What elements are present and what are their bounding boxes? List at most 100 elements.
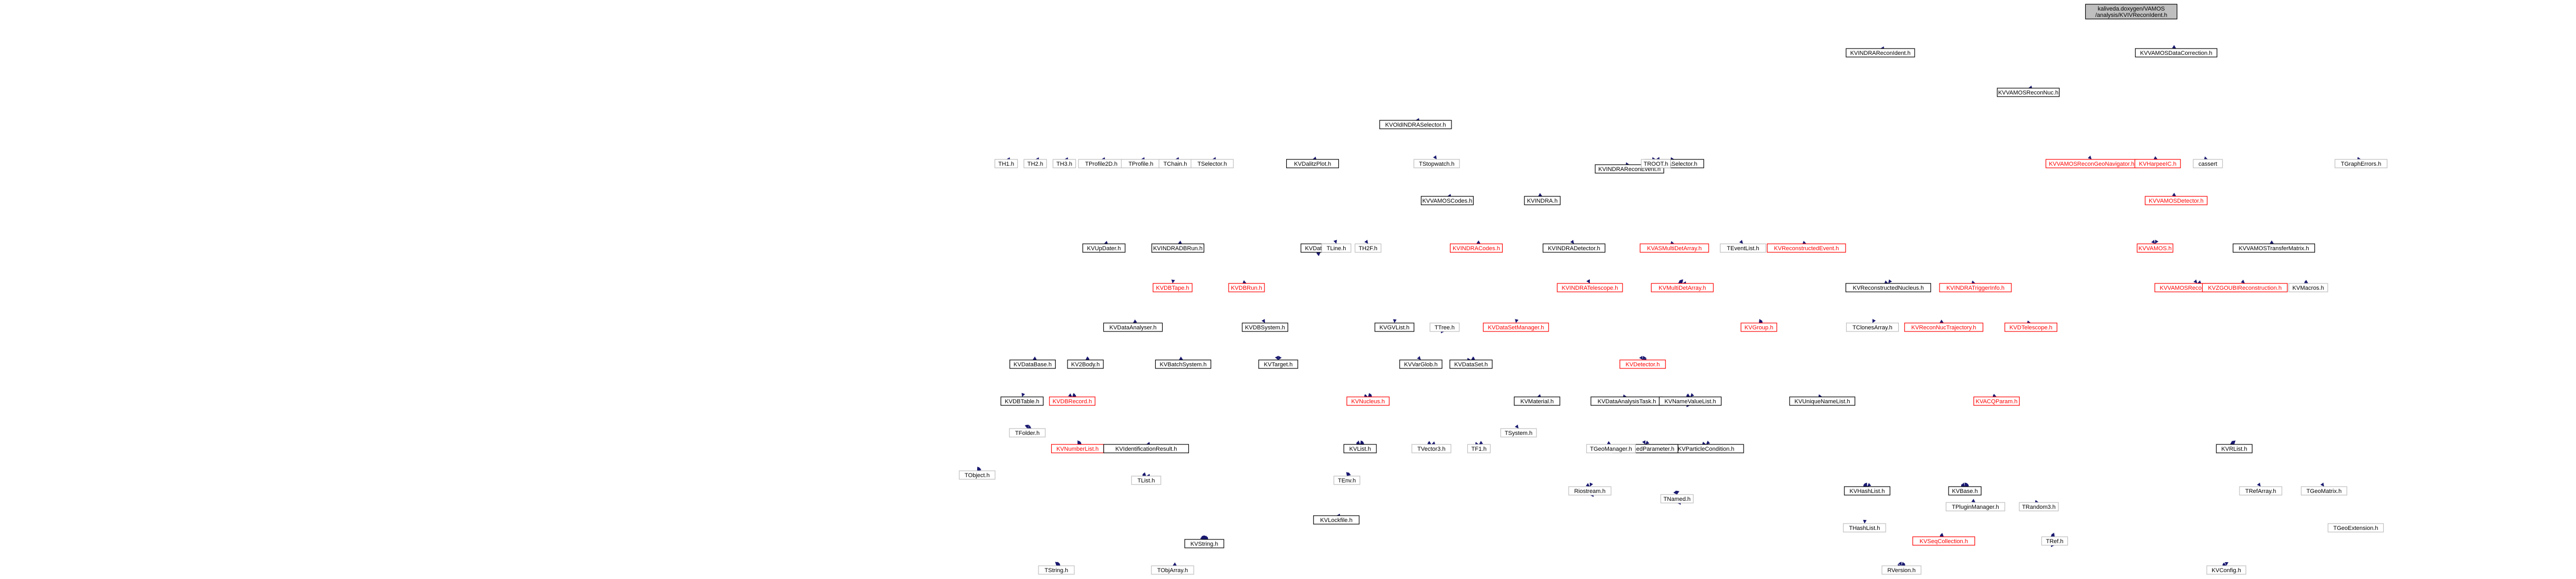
node-kvvamosreconnuc[interactable]: KVVAMOSReconNuc.h <box>1997 88 2060 97</box>
node-tenv[interactable]: TEnv.h <box>1333 476 1361 485</box>
edge <box>1686 393 1690 397</box>
node-kvmacros[interactable]: KVMacros.h <box>2288 283 2328 292</box>
node-tselector[interactable]: TSelector.h <box>1191 159 1234 168</box>
node-thashlist[interactable]: THashList.h <box>1843 523 1886 533</box>
node-kvindrah[interactable]: KVINDRA.h <box>1524 196 1561 205</box>
node-tlist[interactable]: TList.h <box>1131 476 1161 485</box>
node-kvrlist[interactable]: KVRList.h <box>2216 444 2253 453</box>
node-kvvarglob[interactable]: KVVarGlob.h <box>1399 359 1442 369</box>
node-kvparticlecondition[interactable]: KVParticleCondition.h <box>1668 444 1744 453</box>
node-kvdataset[interactable]: KVDataSet.h <box>1449 359 1493 369</box>
node-th2[interactable]: TH2.h <box>1023 159 1047 168</box>
node-kvuniquenamelist[interactable]: KVUniqueNameList.h <box>1789 396 1856 406</box>
node-cassert[interactable]: cassert <box>2193 159 2223 168</box>
node-kvdataanalysistask[interactable]: KVDataAnalysisTask.h <box>1590 396 1663 406</box>
node-kvharpeeic[interactable]: KVHarpeeIC.h <box>2134 159 2181 168</box>
node-tline[interactable]: TLine.h <box>1321 243 1352 253</box>
node-kvindrareconident[interactable]: KVINDRAReconIdent.h <box>1846 48 1915 58</box>
node-kvvamoscodes[interactable]: KVVAMOSCodes.h <box>1421 196 1474 205</box>
node-kvvamosdetector[interactable]: KVVAMOSDetector.h <box>2144 196 2208 205</box>
node-kvdbtable[interactable]: KVDBTable.h <box>1000 396 1044 406</box>
node-kvreconnuctrajectory[interactable]: KVReconNucTrajectory.h <box>1904 322 1983 332</box>
node-kvindracodes[interactable]: KVINDRACodes.h <box>1450 243 1503 253</box>
node-kvindratriggerinfo[interactable]: KVINDRATriggerInfo.h <box>1939 283 2012 292</box>
node-kvdbtape[interactable]: KVDBTape.h <box>1153 283 1193 292</box>
node-kvmaterial[interactable]: KVMaterial.h <box>1514 396 1560 406</box>
node-kvseqcollection[interactable]: KVSeqCollection.h <box>1912 536 1975 546</box>
node-kv2body[interactable]: KV2Body.h <box>1067 359 1104 369</box>
node-kvvamosdatacorrection[interactable]: KVVAMOSDataCorrection.h <box>2135 48 2217 58</box>
node-kvindradetector[interactable]: KVINDRADetector.h <box>1542 243 1606 253</box>
node-kvvamosrecongeonavigator[interactable]: KVVAMOSReconGeoNavigator.h <box>2045 159 2138 168</box>
node-tprofile[interactable]: TProfile.h <box>1121 159 1161 168</box>
node-tclonesarray[interactable]: TClonesArray.h <box>1846 322 1899 332</box>
node-kvnamevaluelist[interactable]: KVNameValueList.h <box>1659 396 1722 406</box>
node-tref[interactable]: TRef.h <box>2041 536 2068 546</box>
node-th3[interactable]: TH3.h <box>1052 159 1076 168</box>
node-trefarray[interactable]: TRefArray.h <box>2239 486 2282 496</box>
node-kvnucleus[interactable]: KVNucleus.h <box>1346 396 1390 406</box>
node-kvconfig[interactable]: KVConfig.h <box>2206 565 2246 575</box>
node-tprofile2d[interactable]: TProfile2D.h <box>1078 159 1125 168</box>
node-kvlockfile[interactable]: KVLockfile.h <box>1313 515 1360 525</box>
node-tnamed[interactable]: TNamed.h <box>1660 494 1694 504</box>
node-kvdbrun[interactable]: KVDBRun.h <box>1228 283 1265 292</box>
node-kvnumberlist[interactable]: KVNumberList.h <box>1051 444 1104 453</box>
node-root[interactable]: kaliveda.doxygen/VAMOS/analysis/KVIVReco… <box>2085 4 2178 20</box>
node-kvupdater[interactable]: KVUpDater.h <box>1082 243 1126 253</box>
node-tsystem[interactable]: TSystem.h <box>1500 428 1537 438</box>
node-teventlist[interactable]: TEventList.h <box>1720 243 1766 253</box>
node-kvgvlist[interactable]: KVGVList.h <box>1374 322 1415 332</box>
edge <box>1964 482 1968 487</box>
node-kvvamos[interactable]: KVVAMOS.h <box>2137 243 2174 253</box>
node-kvmultidetarray[interactable]: KVMultiDetArray.h <box>1651 283 1714 292</box>
node-kvidentificationresult[interactable]: KVIdentificationResult.h <box>1103 444 1189 453</box>
node-kvbatchsystem[interactable]: KVBatchSystem.h <box>1155 359 1212 369</box>
node-th1[interactable]: TH1.h <box>994 159 1018 168</box>
node-tfolder[interactable]: TFolder.h <box>1009 428 1046 438</box>
node-kvzgoubireconstruction[interactable]: KVZGOUBIReconstruction.h <box>2202 283 2288 292</box>
node-tpluginmanager[interactable]: TPluginManager.h <box>1945 502 2006 511</box>
node-kvstring[interactable]: KVString.h <box>1184 539 1224 548</box>
node-tgeomanager[interactable]: TGeoManager.h <box>1586 444 1636 453</box>
node-kvindradbrun[interactable]: KVINDRADBRun.h <box>1151 243 1205 253</box>
node-kvdalitzplot[interactable]: KVDalitzPlot.h <box>1286 159 1339 168</box>
node-riostream[interactable]: Riostream.h <box>1568 486 1612 496</box>
node-kvdatasetmanager[interactable]: KVDataSetManager.h <box>1483 322 1549 332</box>
node-ttree[interactable]: TTree.h <box>1429 322 1460 332</box>
node-rversion[interactable]: RVersion.h <box>1881 565 1922 575</box>
node-kvreconstructedevent[interactable]: KVReconstructedEvent.h <box>1767 243 1846 253</box>
node-kvdataanalyser[interactable]: KVDataAnalyser.h <box>1103 322 1163 332</box>
node-kvreconstructednucleus[interactable]: KVReconstructedNucleus.h <box>1846 283 1932 292</box>
node-kvdtelescope[interactable]: KVDTelescope.h <box>2004 322 2058 332</box>
node-troot[interactable]: TROOT.h <box>1641 159 1671 168</box>
node-kvdatabase[interactable]: KVDataBase.h <box>1009 359 1056 369</box>
node-tobjarray[interactable]: TObjArray.h <box>1151 565 1194 575</box>
node-tvector3[interactable]: TVector3.h <box>1411 444 1451 453</box>
node-kvselector[interactable]: KVOldINDRASelector.h <box>1379 120 1452 129</box>
node-tgeomatrix[interactable]: TGeoMatrix.h <box>2301 486 2347 496</box>
node-tchain[interactable]: TChain.h <box>1158 159 1192 168</box>
node-kvbase[interactable]: KVBase.h <box>1948 486 1982 496</box>
node-tf1[interactable]: TF1.h <box>1467 444 1491 453</box>
node-kvdetector[interactable]: KVDetector.h <box>1619 359 1666 369</box>
node-label: TObjArray.h <box>1157 567 1188 574</box>
node-tgrapherrors[interactable]: TGraphErrors.h <box>2335 159 2388 168</box>
node-kvasmultidetarray[interactable]: KVASMultiDetArray.h <box>1640 243 1709 253</box>
node-tstopwatch[interactable]: TStopwatch.h <box>1413 159 1460 168</box>
node-kvlist[interactable]: KVList.h <box>1343 444 1377 453</box>
node-trandom3[interactable]: TRandom3.h <box>2019 502 2059 511</box>
node-th2f[interactable]: TH2F.h <box>1354 243 1382 253</box>
node-tobject[interactable]: TObject.h <box>959 470 996 480</box>
node-tstring[interactable]: TString.h <box>1038 565 1075 575</box>
node-kvtarget[interactable]: KVTarget.h <box>1258 359 1298 369</box>
node-kvindratelescope[interactable]: KVINDRATelescope.h <box>1557 283 1623 292</box>
node-kvdbsystem[interactable]: KVDBSystem.h <box>1242 322 1288 332</box>
node-kvdbrecord[interactable]: KVDBRecord.h <box>1049 396 1095 406</box>
node-tgeoextension[interactable]: TGeoExtension.h <box>2327 523 2384 533</box>
node-kvgroup[interactable]: KVGroup.h <box>1740 322 1777 332</box>
node-kvacqparam[interactable]: KVACQParam.h <box>1973 396 2020 406</box>
node-label: RVersion.h <box>1887 567 1916 574</box>
node-kvvamostransfermatrix[interactable]: KVVAMOSTransferMatrix.h <box>2233 243 2315 253</box>
node-kvhashlist[interactable]: KVHashList.h <box>1844 486 1890 496</box>
